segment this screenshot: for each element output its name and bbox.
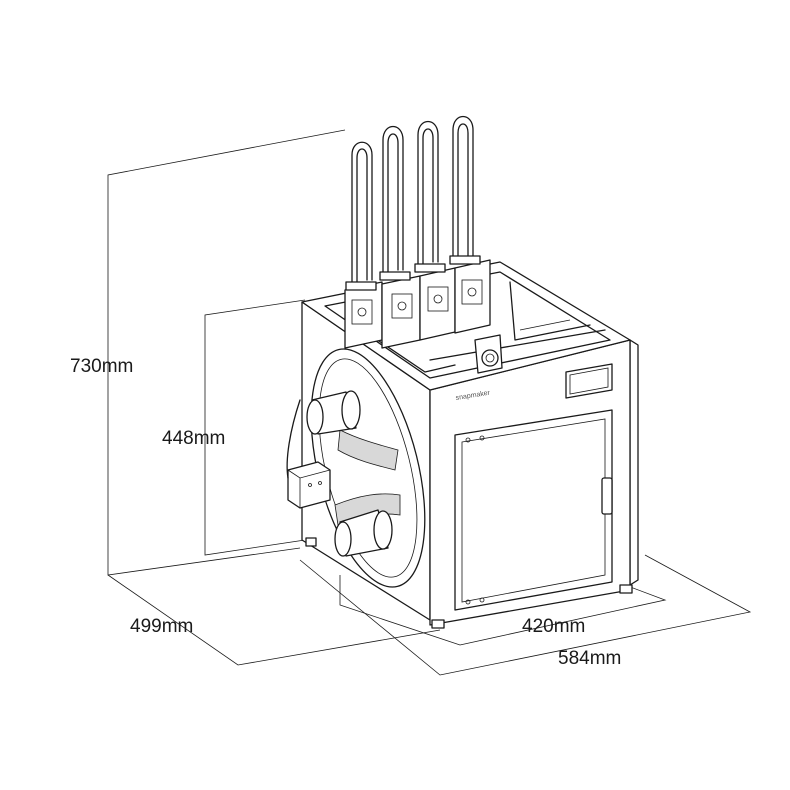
filament-tube-1-inner: [356, 148, 368, 289]
door-hinge-bottom-a: [465, 599, 471, 605]
toolhead-4-knob: [467, 287, 477, 297]
toolhead-2: [381, 275, 421, 349]
inner-rail-right: [509, 281, 591, 341]
filament-tube-2: [382, 125, 404, 281]
toolhead-array: [344, 115, 503, 374]
foot-front-right: [619, 584, 633, 594]
toolhead-1: [344, 281, 383, 349]
toolhead-3-panel: [427, 286, 449, 312]
door-glass: [461, 418, 606, 603]
filament-tube-4-inner: [457, 123, 469, 261]
label-420mm: 420mm: [522, 616, 585, 637]
door-hinge-top-b: [479, 435, 485, 441]
toolhead-1-knob: [357, 307, 367, 317]
toolhead-4-collar: [449, 255, 481, 265]
filament-tube-1: [351, 141, 373, 291]
toolhead-1-panel: [351, 299, 373, 325]
label-448mm: 448mm: [162, 428, 225, 449]
touch-screen: [565, 363, 613, 399]
height-730-bracket: [107, 129, 346, 576]
foot-front-left: [431, 619, 445, 629]
side-cable: [286, 399, 301, 479]
toolhead-1-collar: [345, 281, 377, 291]
door-hinge-bottom-b: [479, 597, 485, 603]
filament-tube-2-inner: [387, 133, 399, 279]
height-448-bracket: [204, 299, 306, 556]
dimension-lines: [107, 129, 752, 676]
front-extruder-knob-center: [485, 353, 495, 363]
filament-tube-4: [452, 115, 474, 263]
door-frame: [454, 409, 613, 611]
side-control-screw-b: [318, 481, 322, 485]
label-499mm: 499mm: [130, 616, 193, 637]
toolhead-2-knob: [397, 301, 407, 311]
depth-499-line: [107, 574, 441, 666]
toolhead-3-collar: [414, 263, 446, 273]
front-extruder-knob: [481, 349, 499, 367]
foot-back-left: [305, 537, 317, 547]
door-handle: [601, 477, 613, 515]
toolhead-2-collar: [379, 271, 411, 281]
spool-holder-upper-hub: [341, 390, 361, 430]
filament-tube-3: [417, 120, 439, 273]
width-584-line: [299, 554, 752, 676]
spool-holder-upper-cap: [306, 399, 324, 435]
gantry-bar: [429, 329, 606, 361]
side-control-screw-a: [308, 483, 312, 487]
gantry-detail: [519, 319, 571, 331]
toolhead-2-panel: [391, 293, 413, 319]
label-730mm: 730mm: [70, 356, 133, 377]
toolhead-3: [419, 267, 456, 341]
filament-tube-3-inner: [422, 128, 434, 271]
toolhead-4-panel: [461, 279, 483, 305]
door-hinge-top-a: [465, 437, 471, 443]
width-420-line: [339, 575, 667, 646]
touch-screen-display: [569, 367, 609, 395]
filament-spool-assembly: [286, 348, 426, 588]
back-right-edge: [629, 339, 639, 586]
toolhead-3-knob: [433, 294, 443, 304]
front-door: [454, 409, 613, 611]
spool-holder-lower-cap: [334, 521, 352, 557]
spool-holder-lower-hub: [373, 510, 393, 550]
spool-hatch-upper: [337, 429, 399, 471]
label-584mm: 584mm: [558, 648, 621, 669]
toolhead-4: [454, 259, 491, 334]
side-control-box: [287, 461, 331, 509]
